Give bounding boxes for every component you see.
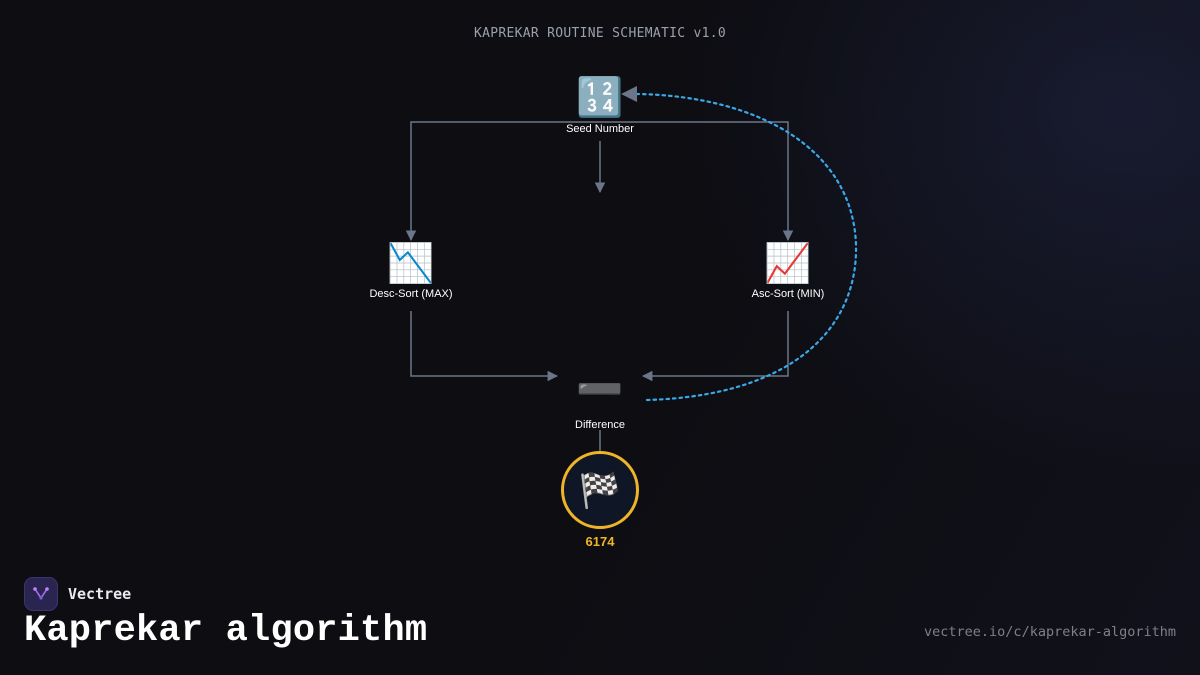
seed-node: 🔢 Seed Number [566, 75, 634, 135]
page-title: Kaprekar algorithm [24, 610, 428, 652]
desc-sort-label: Desc-Sort (MAX) [369, 288, 452, 300]
edge-asc-to-diff [641, 311, 789, 382]
difference-node: ➖ Difference [575, 369, 625, 431]
vectree-logo-icon [24, 577, 58, 611]
desc-sort-node: 📉 Desc-Sort (MAX) [369, 241, 452, 300]
feedback-loop-edge [635, 92, 858, 402]
edge-seed-to-desc [405, 121, 600, 242]
difference-label: Difference [575, 419, 625, 431]
result-ring [561, 451, 639, 529]
seed-label: Seed Number [566, 123, 634, 135]
result-node: 🏁 6174 [561, 451, 639, 549]
page-url[interactable]: vectree.io/c/kaprekar-algorithm [924, 624, 1176, 640]
chart-decreasing-icon: 📉 [387, 241, 434, 285]
brand-name: Vectree [68, 585, 132, 603]
asc-sort-node: 📈 Asc-Sort (MIN) [752, 241, 825, 300]
feedback-loop-arrowhead [621, 86, 637, 102]
schematic-title: KAPREKAR ROUTINE SCHEMATIC v1.0 [474, 26, 726, 41]
minus-icon: ➖ [576, 369, 623, 411]
result-value: 6174 [586, 534, 616, 549]
edge-desc-to-diff [410, 311, 559, 382]
asc-sort-label: Asc-Sort (MIN) [752, 288, 825, 300]
brand: Vectree [24, 577, 131, 611]
edge-seed-to-asc [600, 121, 794, 242]
input-numbers-icon: 🔢 [576, 75, 623, 119]
checkered-flag-icon: 🏁 [579, 471, 621, 510]
chart-increasing-icon: 📈 [764, 241, 811, 285]
